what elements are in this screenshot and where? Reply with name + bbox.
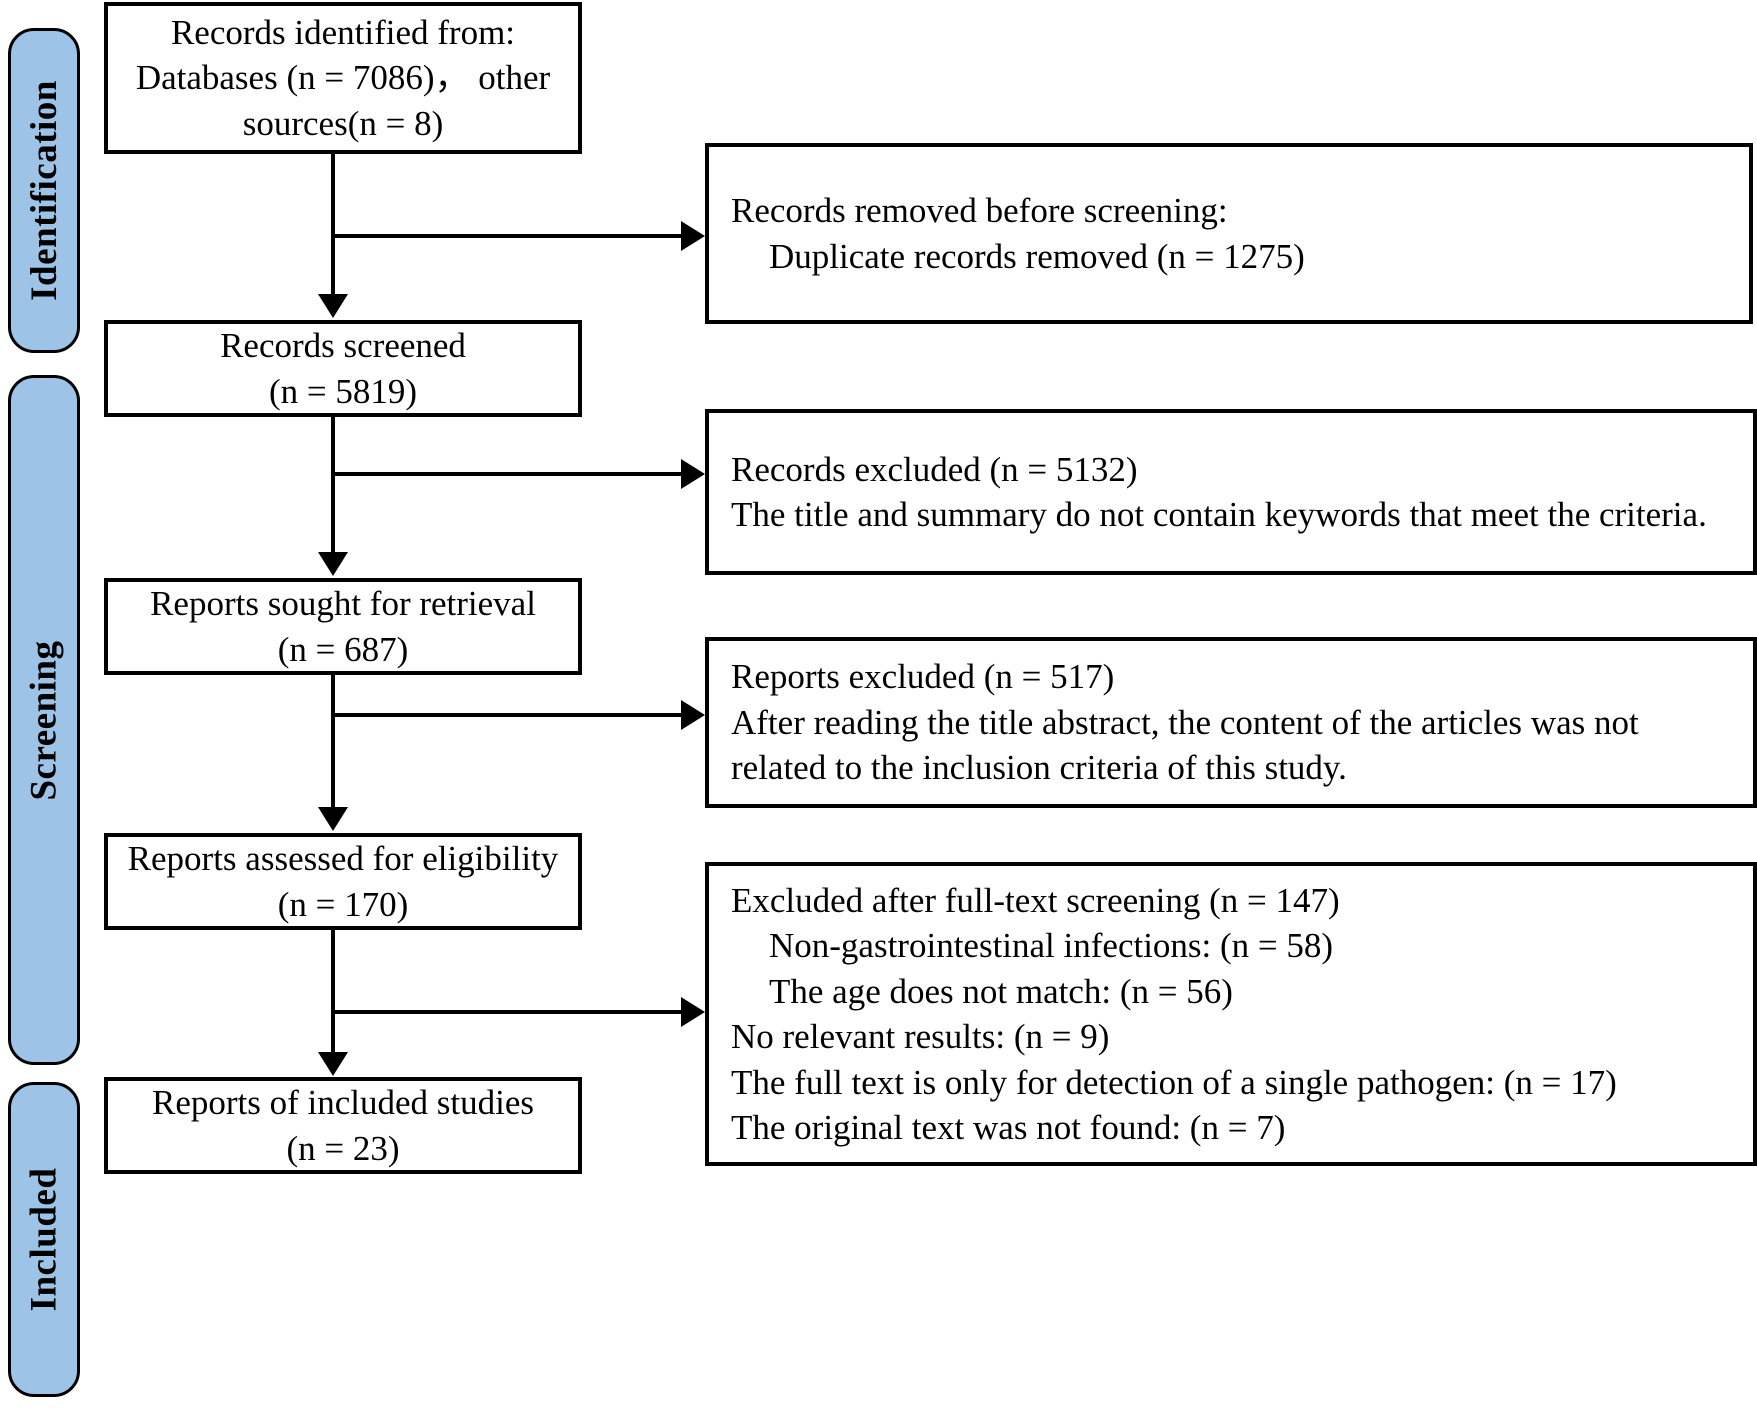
records-identified-line1: Records identified from: xyxy=(170,12,516,52)
connector-screened-to-excluded xyxy=(333,472,681,476)
excluded-fulltext-line3: The age does not match: (n = 56) xyxy=(769,971,1233,1011)
arrowhead-assessed-to-included xyxy=(318,1052,348,1076)
connector-assessed-to-included xyxy=(331,930,335,1054)
connector-screened-to-sought xyxy=(331,417,335,554)
arrowhead-identified-to-screened xyxy=(318,294,348,318)
reports-assessed-line2: (n = 170) xyxy=(277,884,409,924)
included-studies-line2: (n = 23) xyxy=(286,1128,400,1168)
connector-sought-to-assessed xyxy=(331,675,335,809)
stage-label-identification: Identification xyxy=(23,80,65,301)
reports-excluded-line1: Reports excluded (n = 517) xyxy=(731,657,1115,697)
records-identified-line2: Databases (n = 7086)， other xyxy=(135,58,551,98)
reports-assessed-line1: Reports assessed for eligibility xyxy=(127,839,559,878)
box-included-studies: Reports of included studies (n = 23) xyxy=(104,1077,582,1174)
reports-excluded-line2: After reading the title abstract, the co… xyxy=(731,702,1648,788)
stage-label-screening: Screening xyxy=(23,639,65,801)
box-records-identified: Records identified from: Databases (n = … xyxy=(104,2,582,154)
connector-assessed-to-excluded-fulltext xyxy=(333,1010,681,1014)
box-records-excluded: Records excluded (n = 5132) The title an… xyxy=(705,409,1757,575)
connector-identified-to-removed xyxy=(333,234,681,238)
arrowhead-sought-to-reports-excluded xyxy=(681,700,705,730)
excluded-fulltext-line2: Non-gastrointestinal infections: (n = 58… xyxy=(769,926,1334,965)
removed-before-screening-line1: Records removed before screening: xyxy=(731,191,1228,230)
arrowhead-screened-to-excluded xyxy=(681,459,705,489)
stage-band-included: Included xyxy=(8,1082,80,1397)
arrowhead-assessed-to-excluded-fulltext xyxy=(681,997,705,1027)
records-screened-line1: Records screened xyxy=(220,326,466,365)
arrowhead-screened-to-sought xyxy=(318,552,348,576)
stage-band-identification: Identification xyxy=(8,28,80,353)
reports-sought-line2: (n = 687) xyxy=(277,629,409,669)
records-screened-line2: (n = 5819) xyxy=(268,371,418,411)
excluded-fulltext-line6: The original text was not found: (n = 7) xyxy=(731,1108,1286,1147)
box-reports-assessed: Reports assessed for eligibility (n = 17… xyxy=(104,833,582,930)
reports-sought-line1: Reports sought for retrieval xyxy=(150,584,536,623)
box-excluded-fulltext: Excluded after full-text screening (n = … xyxy=(705,862,1757,1166)
records-excluded-line2: The title and summary do not contain key… xyxy=(731,495,1707,534)
box-records-screened: Records screened (n = 5819) xyxy=(104,320,582,417)
arrowhead-identified-to-removed xyxy=(681,221,705,251)
records-identified-line3: sources(n = 8) xyxy=(242,103,444,143)
stage-label-included: Included xyxy=(23,1167,65,1312)
removed-before-screening-line2: Duplicate records removed (n = 1275) xyxy=(769,236,1305,276)
included-studies-line1: Reports of included studies xyxy=(151,1083,535,1122)
records-excluded-line1: Records excluded (n = 5132) xyxy=(731,449,1138,489)
excluded-fulltext-line1: Excluded after full-text screening (n = … xyxy=(731,880,1340,920)
stage-band-screening: Screening xyxy=(8,375,80,1065)
excluded-fulltext-line5: The full text is only for detection of a… xyxy=(731,1062,1617,1102)
connector-identified-to-screened xyxy=(331,154,335,296)
arrowhead-sought-to-assessed xyxy=(318,807,348,831)
excluded-fulltext-line4: No relevant results: (n = 9) xyxy=(731,1017,1110,1056)
connector-sought-to-reports-excluded xyxy=(333,713,681,717)
box-removed-before-screening: Records removed before screening: Duplic… xyxy=(705,143,1753,324)
box-reports-excluded: Reports excluded (n = 517) After reading… xyxy=(705,637,1757,808)
box-reports-sought: Reports sought for retrieval (n = 687) xyxy=(104,578,582,675)
